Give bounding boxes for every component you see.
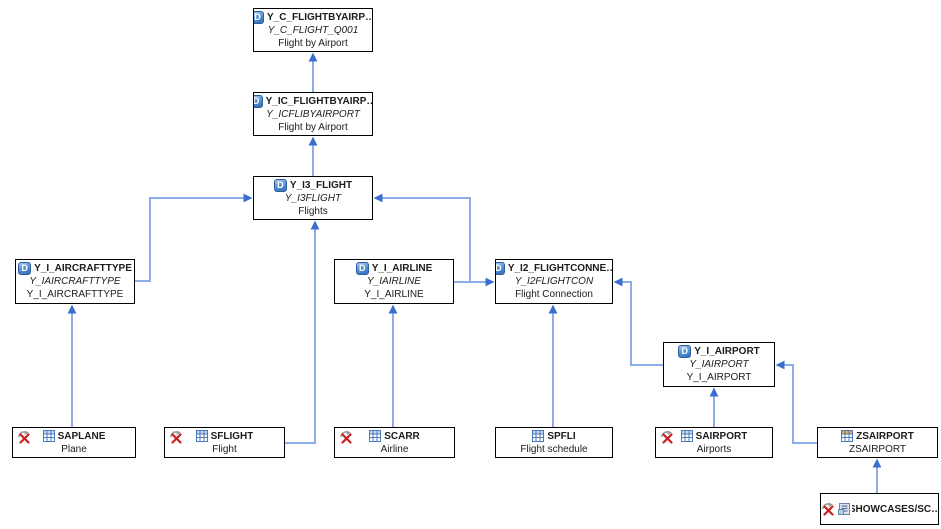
node-y-i2-flightconne[interactable]: D Y_I2_FLIGHTCONNE… Y_I2FLIGHTCON Flight… — [495, 259, 613, 304]
node-y-ic-flightbyairp[interactable]: D Y_IC_FLIGHTBYAIRP… Y_ICFLIBYAIRPORT Fl… — [253, 92, 373, 136]
node-technical-name: Y_C_FLIGHT_Q001 — [267, 24, 359, 36]
node-description: Plane — [61, 443, 87, 455]
node-title-row: D Y_I2_FLIGHTCONNE… — [496, 262, 612, 275]
database-table-icon — [369, 430, 382, 442]
node-title-row: SAPLANE — [42, 430, 106, 443]
node-zsairport[interactable]: ZSAIRPORT ZSAIRPORT — [817, 427, 938, 458]
data-definition-icon: D — [254, 10, 265, 24]
node-description: Y_I_AIRPORT — [686, 372, 752, 383]
node-y-i-airport[interactable]: D Y_I_AIRPORT Y_IAIRPORT Y_I_AIRPORT — [663, 342, 775, 387]
node-title: ZSAIRPORT — [856, 430, 914, 442]
node-title: Y_I_AIRPORT — [694, 346, 760, 357]
custom-database-table-icon — [841, 430, 854, 442]
edge-y_i_airport-to-y_i2_flightconne — [613, 277, 663, 366]
node-technical-name: Y_I3FLIGHT — [284, 192, 342, 204]
node-title-row: SPFLI — [532, 430, 576, 443]
node-y-c-flightbyairp[interactable]: D Y_C_FLIGHTBYAIRP… Y_C_FLIGHT_Q001 Flig… — [253, 8, 373, 52]
node-sflight[interactable]: SFLIGHT Flight — [164, 427, 285, 458]
node-saplane[interactable]: SAPLANE Plane — [12, 427, 136, 458]
node-description: Flight Connection — [515, 289, 593, 300]
node-description: Airline — [380, 443, 409, 455]
not-released-overlay-icon — [339, 430, 353, 444]
database-table-icon — [532, 430, 545, 442]
edge-y_i_aircrafttype-to-y_i3_flight — [135, 193, 253, 282]
node-title: Y_I_AIRLINE — [371, 263, 433, 274]
node-title: SAIRPORT — [695, 430, 748, 442]
not-released-overlay-icon — [821, 502, 835, 516]
data-definition-icon: D — [678, 345, 692, 358]
node-description: Y_I_AIRLINE — [364, 289, 424, 300]
node-showcases[interactable]: SHOWCASES/SC… — [820, 493, 939, 525]
node-spfli[interactable]: SPFLI Flight schedule — [495, 427, 613, 458]
node-description: Flight by Airport — [278, 121, 348, 133]
structure-icon — [838, 503, 850, 515]
edge-zsairport-to-y_i_airport — [775, 360, 817, 444]
node-title: SHOWCASES/SC… — [852, 503, 938, 515]
data-definition-icon: D — [355, 262, 369, 275]
node-title: SPFLI — [547, 430, 576, 442]
node-title-row: D Y_IC_FLIGHTBYAIRP… — [254, 94, 372, 108]
node-title-row: D Y_I_AIRLINE — [355, 262, 433, 275]
node-title-row: ZSAIRPORT — [841, 430, 914, 443]
node-technical-name: Y_ICFLIBYAIRPORT — [266, 108, 360, 120]
node-title: SAPLANE — [57, 430, 106, 442]
node-technical-name: Y_IAIRPORT — [689, 359, 749, 370]
node-sairport[interactable]: SAIRPORT Airports — [655, 427, 773, 458]
node-title: Y_I3_FLIGHT — [289, 179, 353, 191]
node-description: Y_I_AIRCRAFTTYPE — [26, 289, 124, 300]
database-table-icon — [680, 430, 693, 442]
not-released-overlay-icon — [660, 430, 674, 444]
node-description: Flight — [212, 443, 237, 455]
node-title: SFLIGHT — [210, 430, 254, 442]
node-title: SCARR — [384, 430, 420, 442]
node-title: Y_I_AIRCRAFTTYPE — [34, 263, 132, 274]
node-title-row: SFLIGHT — [195, 430, 254, 443]
node-description: Flight schedule — [520, 443, 588, 455]
node-y-i-airline[interactable]: D Y_I_AIRLINE Y_IAIRLINE Y_I_AIRLINE — [334, 259, 454, 304]
node-description: Flight by Airport — [278, 37, 348, 49]
node-title-row: SCARR — [369, 430, 420, 443]
node-technical-name: Y_I2FLIGHTCON — [514, 276, 594, 287]
node-description: Flights — [298, 205, 328, 217]
node-description: Airports — [696, 443, 732, 455]
node-scarr[interactable]: SCARR Airline — [334, 427, 455, 458]
node-title-row: D Y_I3_FLIGHT — [273, 178, 353, 192]
node-y-i-aircrafttype[interactable]: D Y_I_AIRCRAFTTYPE Y_IAIRCRAFTTYPE Y_I_A… — [15, 259, 135, 304]
node-y-i3-flight[interactable]: D Y_I3_FLIGHT Y_I3FLIGHT Flights — [253, 176, 373, 220]
node-technical-name: Y_IAIRCRAFTTYPE — [29, 276, 121, 287]
database-table-icon — [195, 430, 208, 442]
data-definition-icon: D — [18, 262, 32, 275]
node-title-row: SAIRPORT — [680, 430, 748, 443]
node-title-row: D Y_C_FLIGHTBYAIRP… — [254, 10, 372, 24]
node-description: ZSAIRPORT — [848, 443, 907, 455]
data-definition-icon: D — [496, 262, 505, 275]
not-released-overlay-icon — [17, 430, 31, 444]
node-technical-name: Y_IAIRLINE — [367, 276, 421, 287]
node-title-row: D Y_I_AIRCRAFTTYPE — [18, 262, 132, 275]
node-title: Y_C_FLIGHTBYAIRP… — [267, 11, 372, 23]
edge-y_i_airline-to-y_i3_flight — [373, 193, 471, 282]
data-definition-icon: D — [273, 178, 287, 192]
not-released-overlay-icon — [169, 430, 183, 444]
database-table-icon — [42, 430, 55, 442]
node-title-row: D Y_I_AIRPORT — [678, 345, 760, 358]
node-title: Y_IC_FLIGHTBYAIRP… — [265, 95, 372, 107]
node-title: Y_I2_FLIGHTCONNE… — [507, 263, 612, 274]
edge-sflight-to-y_i3_flight — [285, 220, 320, 444]
data-definition-icon: D — [254, 94, 263, 108]
